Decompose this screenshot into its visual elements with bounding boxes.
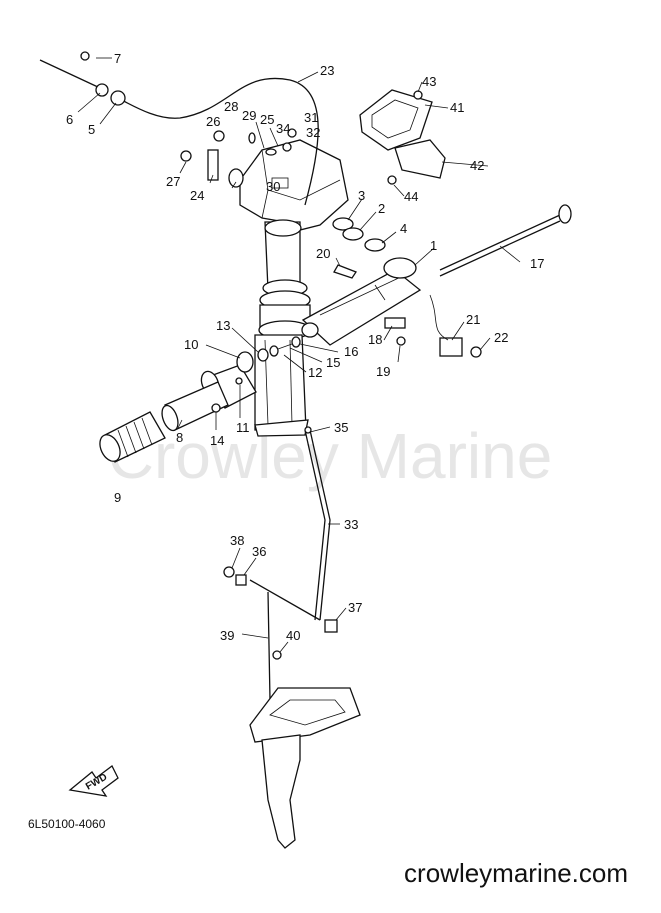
callout-41: 41 <box>450 100 464 115</box>
callout-9: 9 <box>114 490 121 505</box>
callout-23: 23 <box>320 63 334 78</box>
callout-38: 38 <box>230 533 244 548</box>
small-hardware <box>180 90 482 413</box>
callout-1: 1 <box>430 238 437 253</box>
throttle-grip <box>161 364 257 432</box>
callout-7: 7 <box>114 51 121 66</box>
callout-16: 16 <box>344 344 358 359</box>
footer-url: crowleymarine.com <box>404 858 628 888</box>
callout-6: 6 <box>66 112 73 127</box>
callout-8: 8 <box>176 430 183 445</box>
callout-33: 33 <box>344 517 358 532</box>
callout-19: 19 <box>376 364 390 379</box>
shift-rods <box>223 426 338 731</box>
diagram-code: 6L50100-4060 <box>28 817 106 831</box>
callout-3: 3 <box>358 188 365 203</box>
callout-4: 4 <box>400 221 407 236</box>
callout-34: 34 <box>276 121 290 136</box>
callout-26: 26 <box>206 114 220 129</box>
callout-25: 25 <box>260 112 274 127</box>
top-cover <box>359 89 446 179</box>
callout-17: 17 <box>530 256 544 271</box>
callout-35: 35 <box>334 420 348 435</box>
callout-10: 10 <box>184 337 198 352</box>
callout-37: 37 <box>348 600 362 615</box>
fwd-arrow-icon: FWD <box>68 765 119 797</box>
callout-21: 21 <box>466 312 480 327</box>
callout-24: 24 <box>190 188 204 203</box>
leader-lines <box>77 57 521 653</box>
throttle-rod <box>439 204 572 277</box>
part-number-callouts: 7 6 5 23 43 41 28 29 25 26 34 31 32 27 2… <box>66 51 544 643</box>
callout-39: 39 <box>220 628 234 643</box>
callout-32: 32 <box>306 125 320 140</box>
callout-5: 5 <box>88 122 95 137</box>
callout-18: 18 <box>368 332 382 347</box>
tiller-axis-parts <box>236 336 301 373</box>
callout-43: 43 <box>422 74 436 89</box>
callout-44: 44 <box>404 189 418 204</box>
lower-unit <box>249 687 361 849</box>
callout-14: 14 <box>210 433 224 448</box>
callout-2: 2 <box>378 201 385 216</box>
callout-11: 11 <box>236 420 250 435</box>
cable <box>39 51 319 206</box>
callout-31: 31 <box>304 110 318 125</box>
callout-13: 13 <box>216 318 230 333</box>
callout-12: 12 <box>308 365 322 380</box>
tiller-grip <box>99 411 166 463</box>
callout-42: 42 <box>470 158 484 173</box>
callout-30: 30 <box>266 179 280 194</box>
tiller-arm <box>301 257 422 346</box>
callout-28: 28 <box>224 99 238 114</box>
watermark: Crowley Marine <box>108 420 553 492</box>
callout-40: 40 <box>286 628 300 643</box>
callout-29: 29 <box>242 108 256 123</box>
callout-22: 22 <box>494 330 508 345</box>
callout-20: 20 <box>316 246 330 261</box>
callout-15: 15 <box>326 355 340 370</box>
callout-36: 36 <box>252 544 266 559</box>
callout-27: 27 <box>166 174 180 189</box>
ring-washers <box>332 217 386 252</box>
